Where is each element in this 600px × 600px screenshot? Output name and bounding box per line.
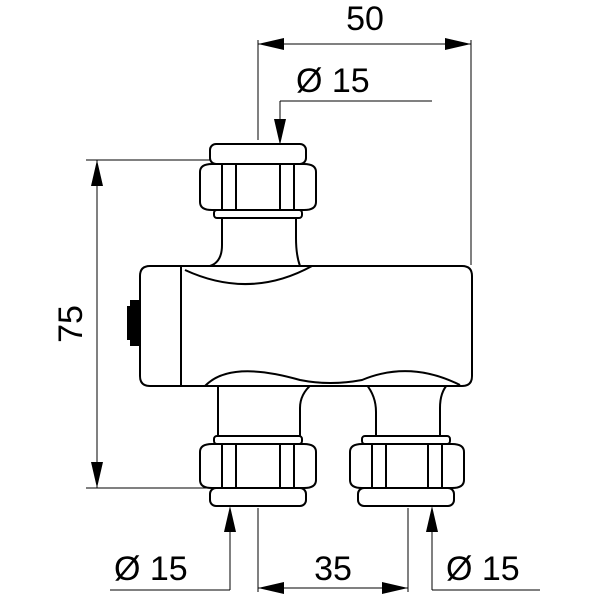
arrow-right (445, 38, 471, 50)
arrow-up (426, 506, 438, 532)
dim-label-35: 35 (314, 550, 352, 588)
dimension-bottom-right-diameter: Ø 15 (426, 506, 540, 591)
dimension-top-width: 50 (257, 0, 472, 265)
dim-label-bottom-left-diameter: Ø 15 (114, 550, 188, 588)
dim-label-50: 50 (346, 0, 384, 38)
bottom-left-nut (199, 435, 317, 507)
bottom-right-nut (349, 435, 465, 507)
arrow-left (258, 38, 284, 50)
side-cap (130, 300, 140, 346)
valve-body (127, 209, 473, 443)
main-body (139, 265, 473, 387)
dimension-bottom-left-diameter: Ø 15 (110, 506, 236, 591)
dim-label-top-diameter: Ø 15 (296, 62, 370, 100)
dim-label-75: 75 (52, 305, 90, 343)
arrow-up (91, 160, 103, 186)
arrow-down (91, 462, 103, 488)
top-nut (199, 143, 317, 219)
bottom-left-stem (217, 383, 313, 443)
dimension-bottom-spacing: 35 (257, 508, 409, 594)
bottom-right-stem (365, 383, 449, 443)
arrow-right (382, 582, 408, 594)
dimension-height: 75 (52, 159, 258, 489)
dimension-top-diameter: Ø 15 (274, 62, 432, 145)
arrow-down (274, 119, 286, 145)
arrow-left (258, 582, 284, 594)
arrow-up (224, 506, 236, 532)
dim-label-bottom-right-diameter: Ø 15 (446, 550, 520, 588)
